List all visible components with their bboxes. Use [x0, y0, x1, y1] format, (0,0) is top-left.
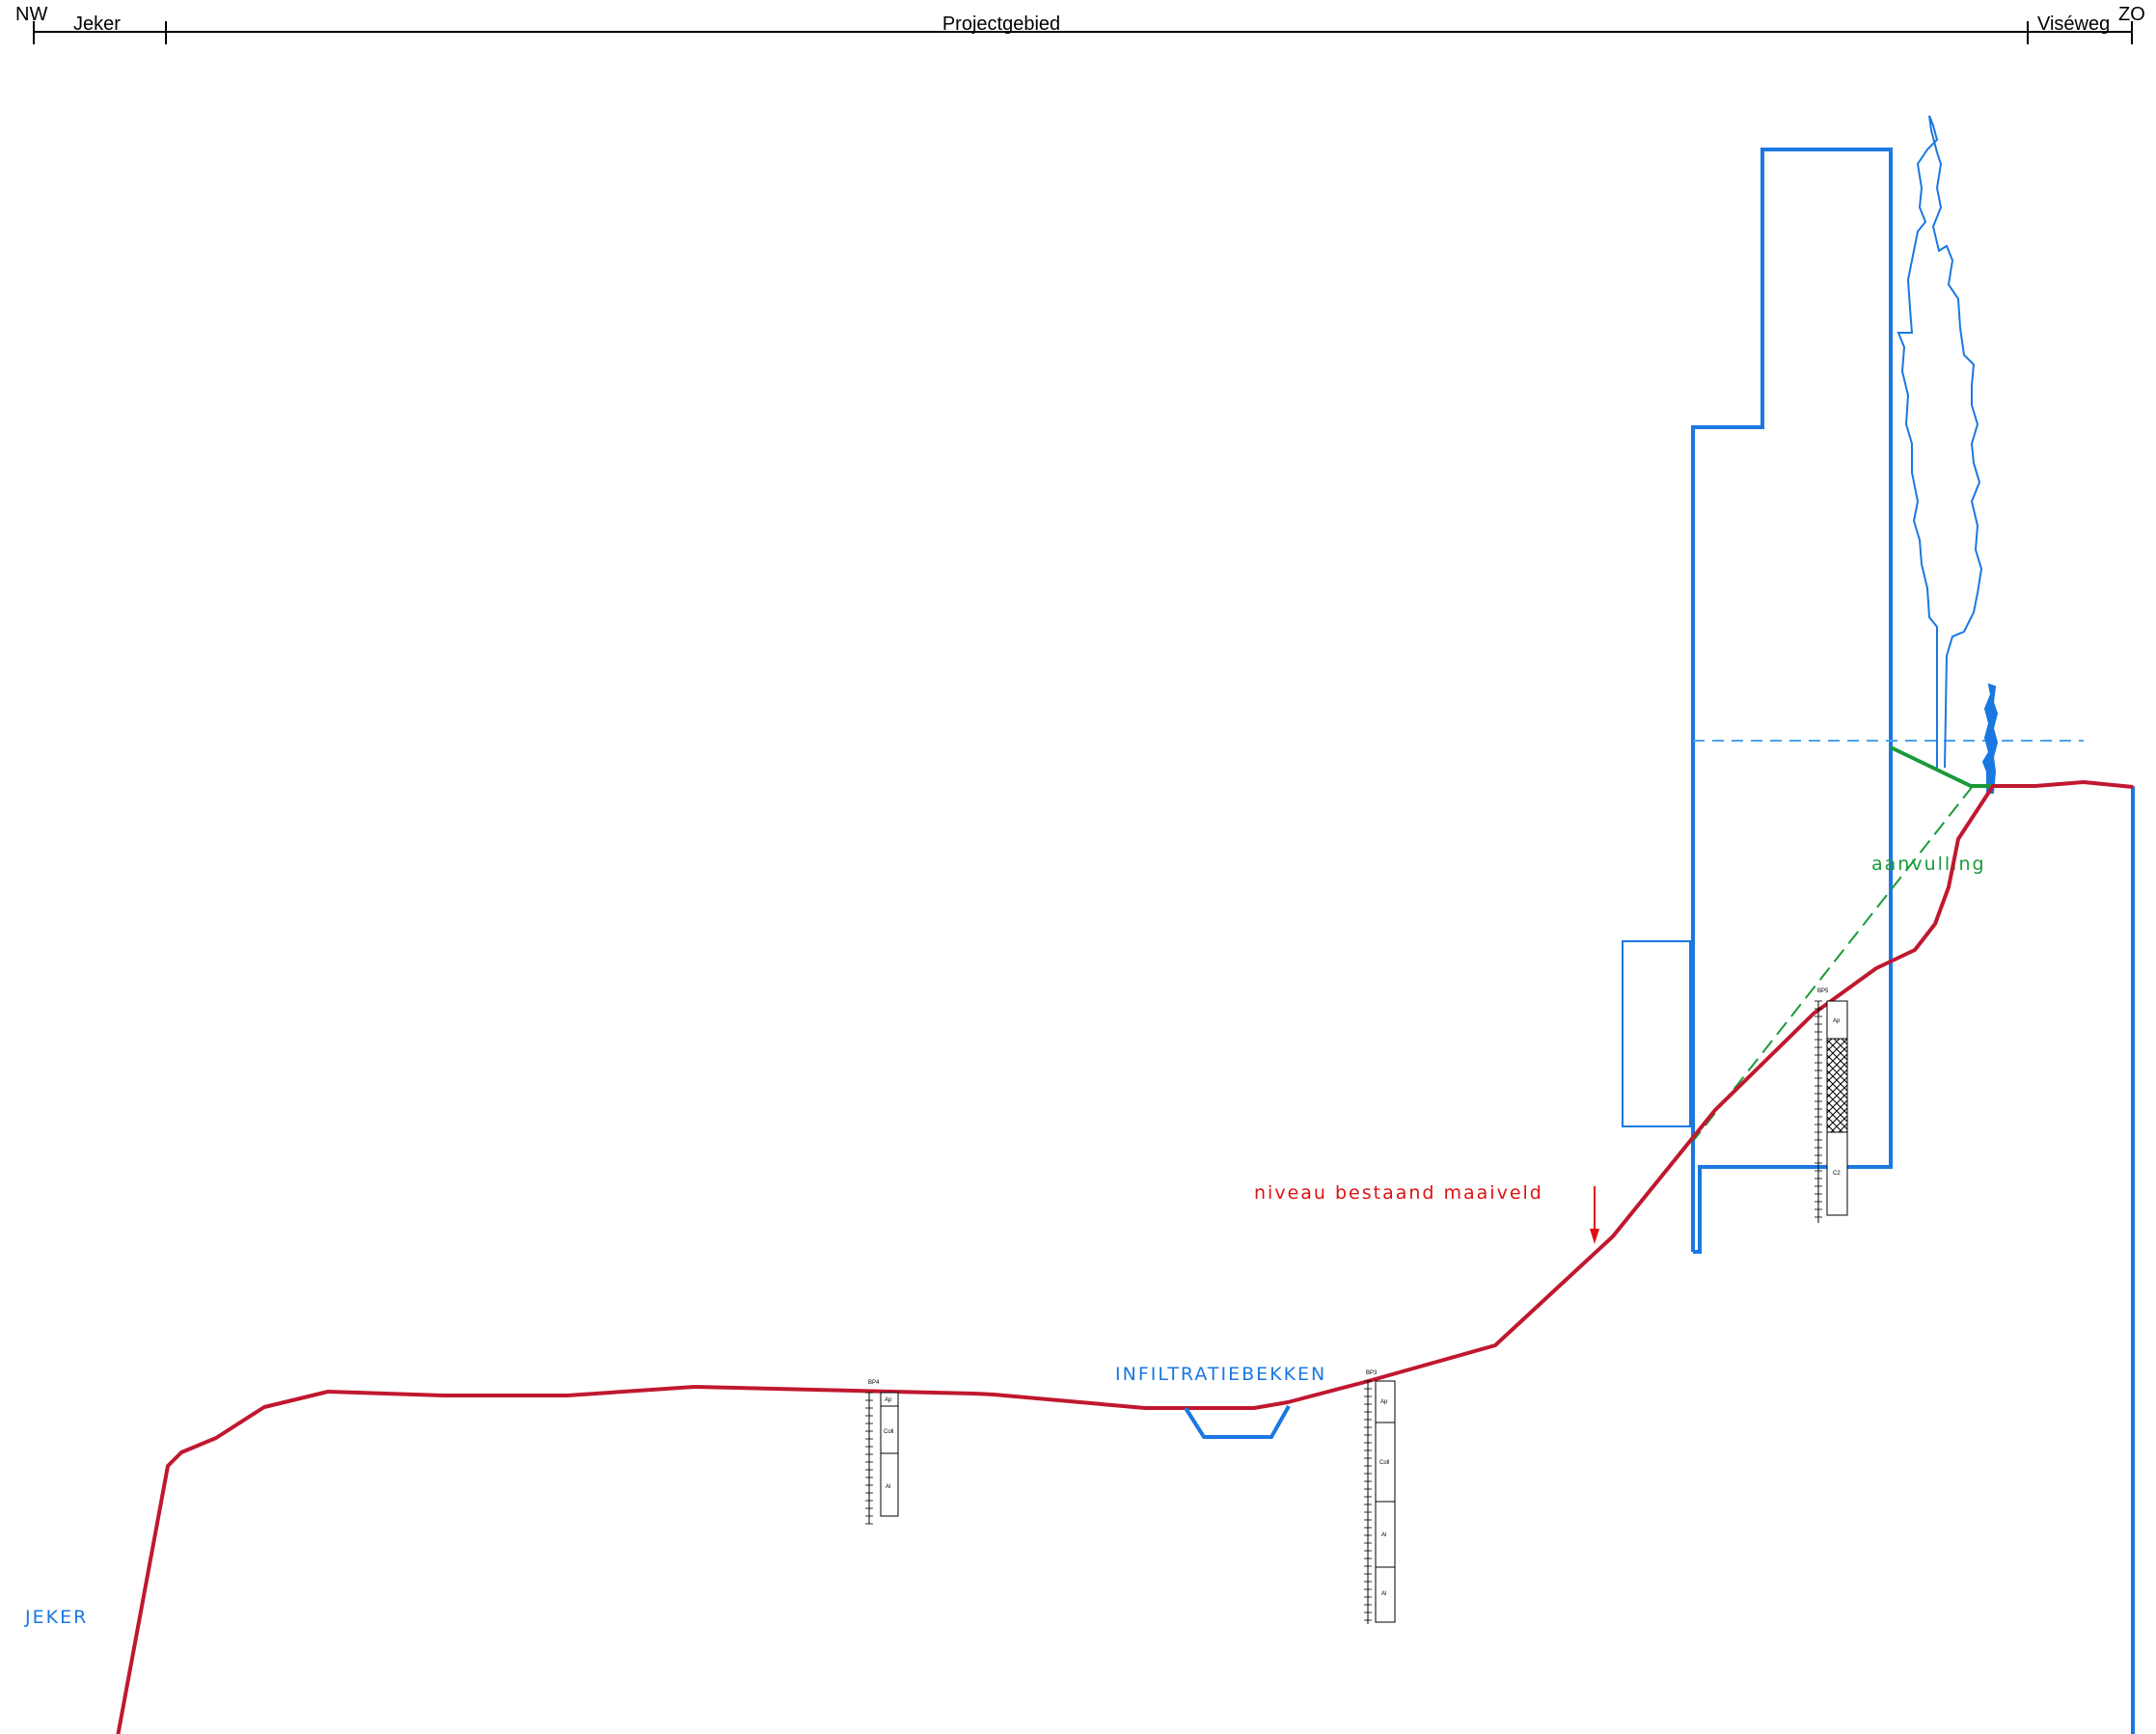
direction-nw: NW [15, 4, 47, 25]
infiltration-basin [1184, 1405, 1291, 1439]
layer-label: Ap [1380, 1399, 1388, 1405]
borehole-bp5: BP5 Ap C2 [1817, 989, 1848, 1223]
header-scale-bar: NW Jeker Projectgebied Viséweg ZO [15, 4, 2145, 44]
layer-label: Coll [1379, 1460, 1389, 1466]
borehole-depth-ticks [865, 1000, 1822, 1621]
layer-label: C2 [1833, 1171, 1841, 1177]
fill-label: aanvulling [1871, 853, 1986, 875]
borehole-bp4: BP4 Ap Coll Al [868, 1380, 899, 1524]
terrain-profile [116, 780, 2134, 1734]
river-label: JEKER [24, 1607, 88, 1628]
segment-jeker: Jeker [73, 14, 121, 35]
ground-level-label: niveau bestaand maaiveld [1254, 1182, 1543, 1204]
building-structure [1691, 148, 1893, 1254]
segment-viseweg: Viséweg [2037, 14, 2110, 35]
borehole-id: BP3 [1366, 1370, 1378, 1376]
annex-box [1622, 940, 1691, 1127]
section-frame [2131, 786, 2135, 1734]
borehole-id: BP5 [1817, 989, 1829, 994]
shrub-icon [1981, 683, 1999, 794]
tree-outline [1897, 115, 1983, 769]
segment-projectgebied: Projectgebied [942, 14, 1060, 35]
basin-label: INFILTRATIEBEKKEN [1115, 1364, 1326, 1385]
layer-label: Ap [1833, 1018, 1841, 1024]
ground-level-annotation: niveau bestaand maaiveld [1254, 1182, 1599, 1244]
layer-label: Coll [884, 1429, 893, 1435]
borehole-bp3: BP3 Ap Coll Al Al [1366, 1370, 1396, 1624]
layer-label: Al [886, 1484, 890, 1490]
layer-label: Al [1381, 1591, 1386, 1597]
direction-zo: ZO [2118, 4, 2145, 25]
layer-label: Ap [885, 1397, 892, 1403]
borehole-id: BP4 [868, 1380, 880, 1386]
layer-label: Al [1381, 1532, 1386, 1538]
